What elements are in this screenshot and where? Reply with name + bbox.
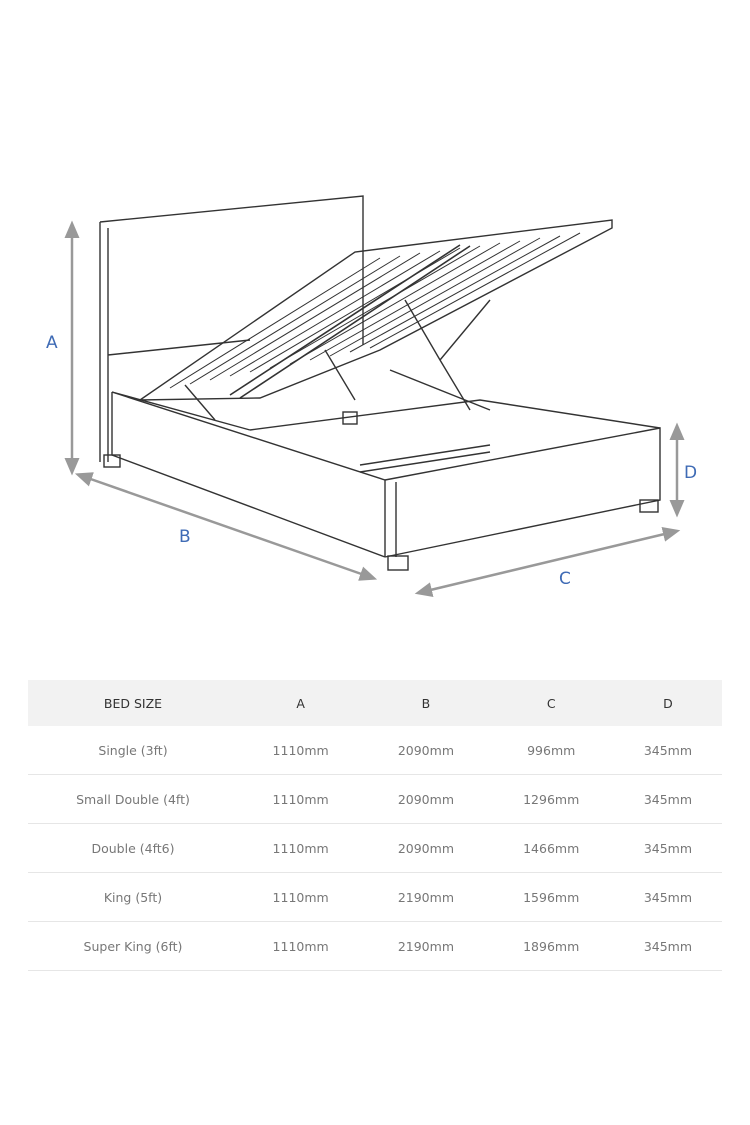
dimension-d-label: D <box>684 463 698 483</box>
cell-c: 1296mm <box>488 774 614 824</box>
cell-d: 345mm <box>613 726 722 775</box>
cell-a: 1110mm <box>238 726 364 775</box>
dimension-c-label: C <box>559 569 571 589</box>
foot-front <box>387 555 409 571</box>
header-d: D <box>613 680 722 726</box>
dimension-b-arrow <box>74 472 378 581</box>
cell-c: 996mm <box>488 726 614 775</box>
cell-d: 345mm <box>613 774 722 824</box>
dimension-c-arrow <box>414 527 681 597</box>
cell-a: 1110mm <box>238 872 364 922</box>
cell-b: 2090mm <box>363 726 489 775</box>
cell-d: 345mm <box>613 872 722 922</box>
cell-bed-size: Small Double (4ft) <box>28 774 238 824</box>
table-header-row: BED SIZE A B C D <box>28 680 722 726</box>
cell-c: 1466mm <box>488 823 614 873</box>
cell-bed-size: Single (3ft) <box>28 726 238 775</box>
bed-drawing <box>99 195 661 571</box>
cell-bed-size: Double (4ft6) <box>28 823 238 873</box>
cell-bed-size: Super King (6ft) <box>28 921 238 971</box>
headboard <box>99 195 364 462</box>
cell-bed-size: King (5ft) <box>28 872 238 922</box>
cell-b: 2090mm <box>363 823 489 873</box>
cell-b: 2190mm <box>363 921 489 971</box>
cell-a: 1110mm <box>238 823 364 873</box>
slats <box>169 232 581 389</box>
cell-a: 1110mm <box>238 774 364 824</box>
cell-d: 345mm <box>613 921 722 971</box>
cell-a: 1110mm <box>238 921 364 971</box>
dimension-b-label: B <box>179 527 191 547</box>
cell-d: 345mm <box>613 823 722 873</box>
bed-diagram <box>64 195 685 597</box>
header-bed-size: BED SIZE <box>28 680 238 726</box>
cell-c: 1596mm <box>488 872 614 922</box>
cell-b: 2090mm <box>363 774 489 824</box>
header-c: C <box>488 680 614 726</box>
header-a: A <box>238 680 364 726</box>
dimension-arrows <box>64 220 685 597</box>
gas-strut <box>184 299 491 421</box>
dimension-a-label: A <box>46 333 58 353</box>
cell-b: 2190mm <box>363 872 489 922</box>
base-side <box>111 391 386 558</box>
cell-c: 1896mm <box>488 921 614 971</box>
base-front <box>384 427 661 558</box>
foot-right <box>639 499 659 513</box>
header-b: B <box>363 680 489 726</box>
lid <box>137 219 613 401</box>
